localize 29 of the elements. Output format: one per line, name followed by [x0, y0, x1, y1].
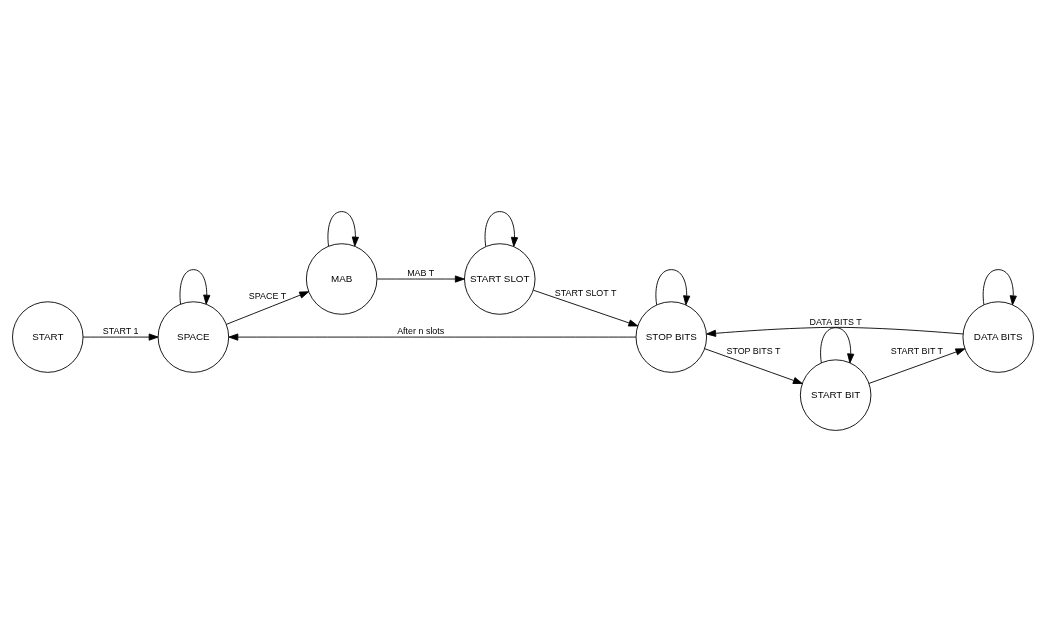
arrow	[376, 275, 465, 283]
node-circle: DATA BITS	[962, 301, 1034, 373]
edge-label: START BIT T	[890, 346, 944, 357]
edge-label: START SLOT T	[554, 287, 617, 298]
arrow	[706, 326, 964, 337]
edge-label: DATA BITS T	[809, 317, 862, 328]
node-circle: START BIT	[799, 359, 872, 431]
edge-label: SPACE T	[248, 290, 287, 301]
arrow	[179, 269, 211, 305]
arrow	[532, 289, 639, 327]
arrow	[225, 291, 310, 325]
arrow	[228, 333, 637, 341]
arrow	[704, 348, 803, 384]
arrow	[655, 269, 691, 306]
node-circle: START	[12, 301, 84, 373]
edge-label: After n slots	[397, 326, 445, 337]
node-circle: SPACE	[157, 301, 230, 373]
arrow	[820, 327, 855, 364]
node-circle: START SLOT	[464, 243, 536, 315]
edge-label: START 1	[102, 326, 139, 337]
edge-label: STOP BITS T	[726, 346, 781, 357]
arrow	[82, 333, 159, 341]
arrow	[868, 348, 966, 384]
node-circle: MAB	[305, 243, 378, 315]
arrow	[327, 211, 359, 247]
arrow	[484, 211, 519, 247]
node-circle: STOP BITS	[635, 301, 707, 373]
edge-label: MAB T	[407, 268, 435, 279]
arrow	[982, 269, 1017, 306]
